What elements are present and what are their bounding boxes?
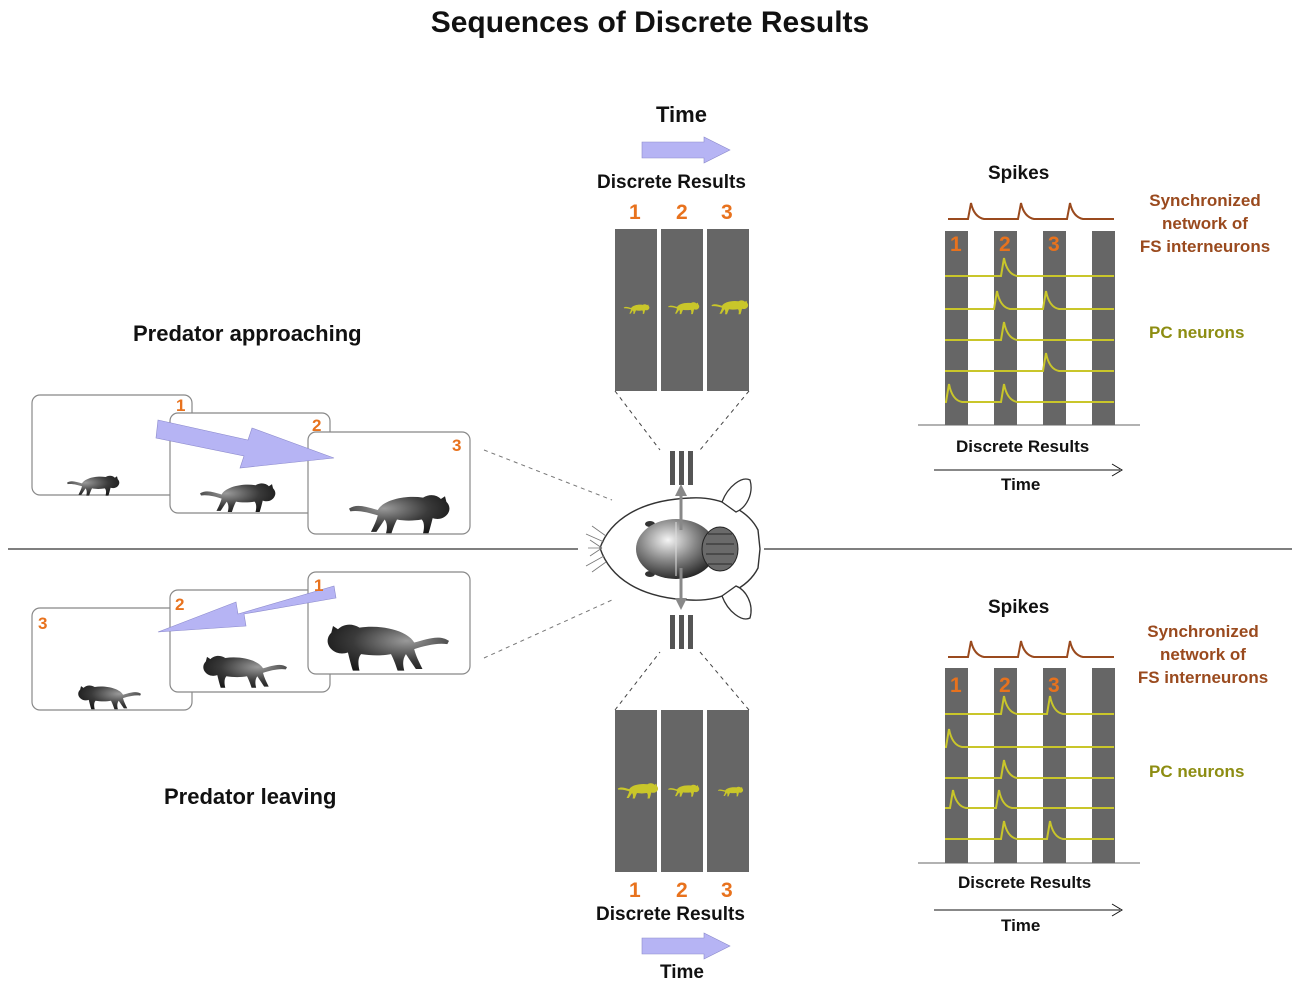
pc-neuron-trace: [945, 352, 1114, 372]
mini-frame-mark: [688, 615, 693, 649]
panel-number: 2: [175, 595, 185, 614]
panel-number: 3: [38, 614, 48, 633]
panel-number: 2: [312, 416, 322, 435]
spike-raster-bottom: [918, 640, 1140, 864]
network-label-line: network of: [1160, 645, 1246, 664]
time-label-bottom: Time: [660, 962, 705, 983]
mini-frame-mark: [670, 615, 675, 649]
time-label-top: Time: [656, 102, 707, 127]
frame-number: 1: [629, 879, 641, 902]
mini-frame-mark: [679, 451, 684, 485]
raster-bar: [1092, 668, 1115, 863]
spike-raster-top: [918, 202, 1140, 426]
zoom-line: [614, 390, 661, 451]
raster-number: 1: [950, 674, 962, 697]
network-label-line: Synchronized: [1149, 191, 1261, 210]
spikes-label-bottom: Spikes: [988, 597, 1050, 618]
scenario-label-top: Predator approaching: [133, 321, 362, 346]
frame-number: 3: [721, 879, 733, 902]
raster-bar: [945, 231, 968, 425]
panel-number: 1: [176, 396, 186, 415]
raster-number: 3: [1048, 674, 1060, 697]
pc-neuron-trace: [945, 383, 1114, 403]
raster-time-label-top: Time: [1001, 475, 1041, 494]
mini-frame-mark: [688, 451, 693, 485]
raster-number: 2: [999, 674, 1011, 697]
discrete-frames-top: [615, 229, 749, 391]
time-arrow-bottom-icon: [641, 932, 731, 960]
pc-neurons-label-bottom: PC neurons: [1149, 762, 1245, 781]
predator-leaving-scene: [31, 571, 613, 711]
link-line: [483, 449, 613, 501]
pc-neuron-trace: [945, 789, 1114, 809]
network-label-line: FS interneurons: [1137, 668, 1269, 687]
network-trace: [948, 640, 1114, 658]
network-label-line: Synchronized: [1147, 622, 1259, 641]
pc-neuron-trace: [945, 728, 1114, 748]
network-label-line: network of: [1162, 214, 1248, 233]
direction-arrow-icon: [155, 419, 335, 469]
frame-number: 2: [676, 201, 688, 224]
raster-bar: [945, 668, 968, 863]
frame-number: 2: [676, 879, 688, 902]
frame-number: 3: [721, 201, 733, 224]
pc-neuron-trace: [945, 321, 1114, 341]
mini-frame-mark: [670, 451, 675, 485]
arrowhead-icon: [1111, 903, 1123, 917]
pc-neuron-trace: [945, 759, 1114, 779]
raster-number: 2: [999, 233, 1011, 256]
rat-head-brain-icon: [585, 478, 761, 620]
zoom-line: [699, 390, 750, 451]
raster-number: 3: [1048, 233, 1060, 256]
predator-approaching-scene: [31, 394, 613, 535]
mini-frame-mark: [679, 615, 684, 649]
zoom-line: [699, 651, 750, 711]
zoom-line: [614, 651, 661, 711]
time-arrow-top-icon: [641, 136, 731, 164]
pc-neuron-trace: [945, 695, 1114, 715]
direction-arrow-icon: [157, 585, 337, 633]
pc-neuron-trace: [945, 257, 1114, 277]
panel-number: 1: [314, 576, 324, 595]
raster-x-label-top: Discrete Results: [956, 437, 1090, 456]
page-title: Sequences of Discrete Results: [430, 6, 870, 39]
raster-bar: [1092, 231, 1115, 425]
raster-bar: [1043, 668, 1066, 863]
discrete-frames-bottom: [615, 710, 749, 872]
network-label-line: FS interneurons: [1139, 237, 1271, 256]
raster-time-label-bottom: Time: [1001, 916, 1041, 935]
discrete-results-label-top: Discrete Results: [597, 172, 746, 193]
pc-neurons-label-top: PC neurons: [1149, 323, 1245, 342]
raster-number: 1: [950, 233, 962, 256]
link-line: [483, 599, 613, 659]
spikes-label-top: Spikes: [988, 163, 1050, 184]
network-trace: [948, 202, 1114, 220]
frame-number: 1: [629, 201, 641, 224]
panel-number: 3: [452, 436, 462, 455]
network-label-bottom: Synchronized network of FS interneurons: [1128, 620, 1278, 689]
pc-neuron-trace: [945, 290, 1114, 310]
network-label-top: Synchronized network of FS interneurons: [1130, 189, 1280, 258]
raster-bar: [1043, 231, 1066, 425]
pc-neuron-trace: [945, 820, 1114, 840]
raster-x-label-bottom: Discrete Results: [958, 873, 1092, 892]
discrete-results-label-bottom: Discrete Results: [596, 904, 745, 925]
scenario-label-bottom: Predator leaving: [164, 784, 337, 809]
arrowhead-icon: [1111, 463, 1123, 477]
